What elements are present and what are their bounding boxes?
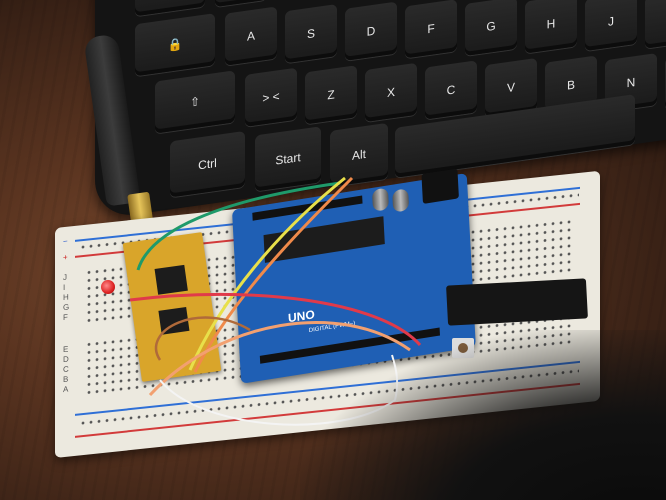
red-wire [129,292,422,346]
red-led [101,280,115,294]
brown-wire [154,316,251,361]
orange-wire [193,176,354,373]
yellow-wire [188,176,346,371]
green-wire [136,181,341,271]
dark-floor-shadow [300,330,666,500]
